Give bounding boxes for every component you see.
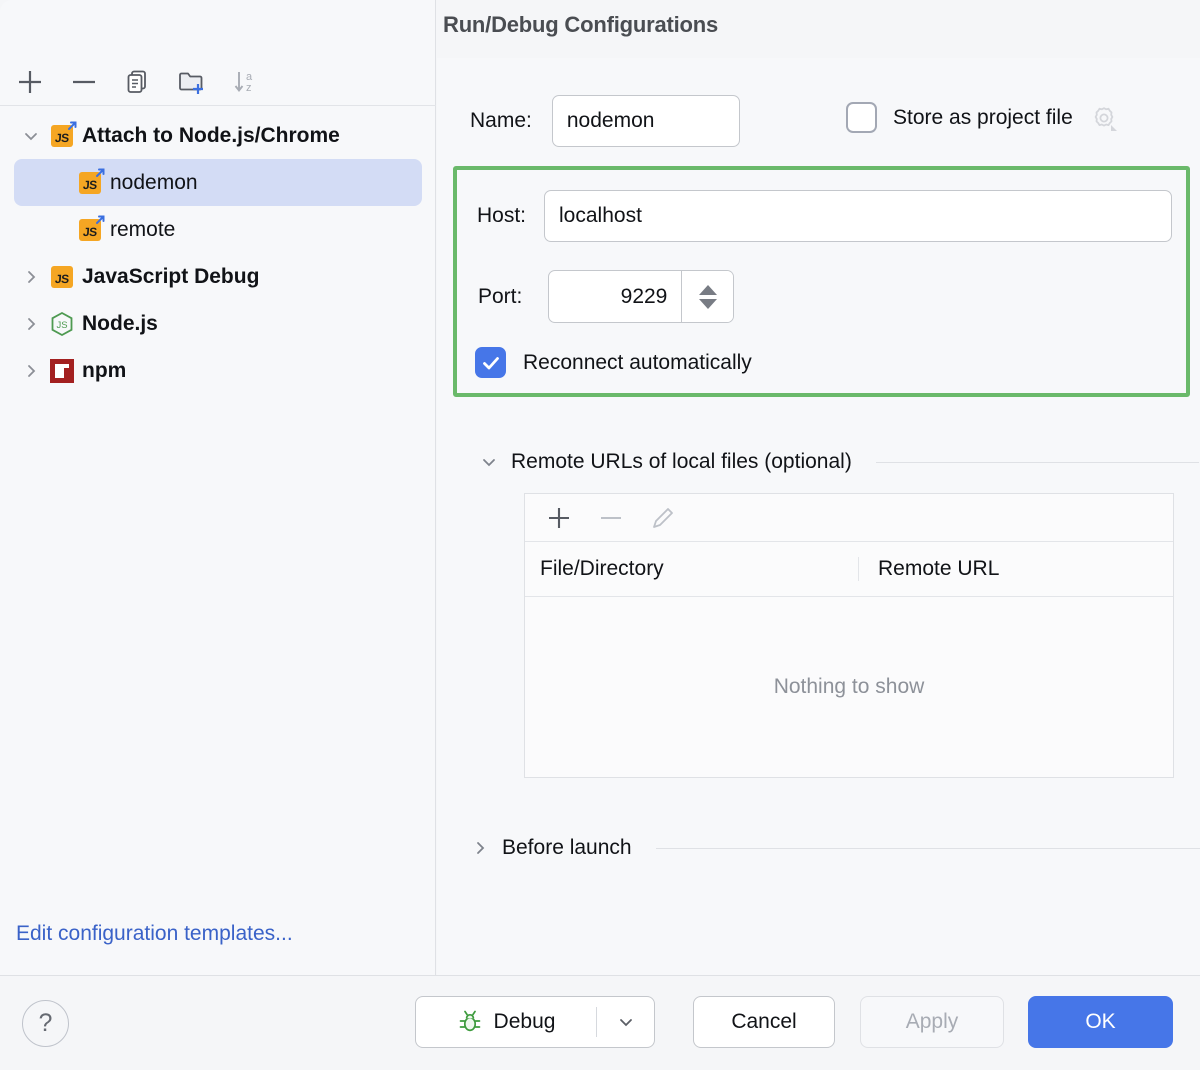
chevron-down-icon[interactable] xyxy=(479,452,499,472)
store-as-project-file-checkbox[interactable] xyxy=(846,102,877,133)
add-remote-url-button[interactable] xyxy=(541,500,577,536)
chevron-right-icon[interactable] xyxy=(14,361,48,381)
js-attach-icon: JS xyxy=(48,121,77,149)
name-input[interactable]: nodemon xyxy=(551,95,740,147)
section-divider xyxy=(875,461,1199,463)
debug-button[interactable]: Debug xyxy=(415,996,655,1048)
add-configuration-button[interactable] xyxy=(8,62,52,102)
svg-text:a: a xyxy=(246,71,253,83)
tree-item-remote[interactable]: JS remote xyxy=(14,206,422,253)
gear-icon[interactable] xyxy=(1089,103,1119,133)
host-label: Host: xyxy=(477,204,527,227)
chevron-right-icon[interactable] xyxy=(470,838,490,858)
remote-urls-section-title: Remote URLs of local files (optional) xyxy=(511,450,852,473)
tree-item-javascript-debug[interactable]: JS JavaScript Debug xyxy=(14,253,422,300)
debug-dropdown-button[interactable] xyxy=(597,1011,654,1033)
ok-button[interactable]: OK xyxy=(1028,996,1173,1048)
reconnect-row: Reconnect automatically xyxy=(475,347,752,378)
new-folder-button[interactable] xyxy=(170,62,214,102)
remote-urls-table-header: File/Directory Remote URL xyxy=(525,542,1173,597)
store-as-project-file-row: Store as project file xyxy=(846,102,1119,133)
configurations-tree: JS Attach to Node.js/Chrome JS nodemon J… xyxy=(0,112,436,394)
tree-item-npm[interactable]: npm xyxy=(14,347,422,394)
npm-icon xyxy=(48,358,76,384)
cancel-button[interactable]: Cancel xyxy=(693,996,835,1048)
column-header-file-directory[interactable]: File/Directory xyxy=(525,557,859,581)
spinner-down-icon[interactable] xyxy=(698,298,717,309)
remote-urls-table: File/Directory Remote URL Nothing to sho… xyxy=(524,493,1174,778)
remote-urls-toolbar xyxy=(525,494,1173,542)
spinner-up-icon[interactable] xyxy=(698,284,717,295)
reconnect-automatically-label: Reconnect automatically xyxy=(523,350,752,374)
tree-item-label: Attach to Node.js/Chrome xyxy=(82,123,340,147)
chevron-down-icon xyxy=(619,1019,632,1027)
configurations-sidebar: a z JS Attach to Node.js/Chrome xyxy=(0,0,436,975)
name-row: Name: nodemon xyxy=(470,95,740,147)
tree-item-label: npm xyxy=(82,358,127,382)
js-attach-icon: JS xyxy=(76,168,105,196)
remove-configuration-button[interactable] xyxy=(62,62,106,102)
chevron-right-icon[interactable] xyxy=(14,314,48,334)
configuration-form: Name: nodemon Store as project file Host… xyxy=(437,58,1200,975)
port-spinner-buttons[interactable] xyxy=(681,271,734,322)
chevron-down-icon[interactable] xyxy=(14,126,48,146)
debug-button-label: Debug xyxy=(493,1010,556,1033)
nodejs-icon: JS xyxy=(48,311,76,337)
tree-item-nodejs[interactable]: JS Node.js xyxy=(14,300,422,347)
port-stepper[interactable]: 9229 xyxy=(548,270,735,323)
host-row: Host: localhost xyxy=(477,190,1173,242)
bug-icon xyxy=(459,1010,480,1032)
debug-button-main[interactable]: Debug xyxy=(416,1009,596,1035)
tree-item-nodemon[interactable]: JS nodemon xyxy=(14,159,422,206)
tree-item-attach-to-nodejs-chrome[interactable]: JS Attach to Node.js/Chrome xyxy=(14,112,422,159)
section-divider xyxy=(655,847,1200,849)
copy-configuration-button[interactable] xyxy=(116,62,160,102)
page-title: Run/Debug Configurations xyxy=(443,12,719,37)
debug-button-divider xyxy=(596,1007,597,1037)
edit-remote-url-button xyxy=(645,500,681,536)
edit-configuration-templates-link[interactable]: Edit configuration templates... xyxy=(16,922,293,945)
tree-item-label: JavaScript Debug xyxy=(82,264,260,288)
sidebar-toolbar: a z xyxy=(0,58,436,106)
port-input[interactable]: 9229 xyxy=(620,284,668,308)
tree-item-label: nodemon xyxy=(110,170,198,194)
remote-urls-empty-state: Nothing to show xyxy=(773,675,925,698)
before-launch-section-header[interactable]: Before launch xyxy=(470,836,1200,860)
js-icon: JS xyxy=(48,264,76,290)
svg-text:z: z xyxy=(246,82,252,94)
sort-configurations-button[interactable]: a z xyxy=(224,62,268,102)
chevron-right-icon[interactable] xyxy=(14,267,48,287)
store-as-project-file-label: Store as project file xyxy=(893,105,1073,129)
reconnect-automatically-checkbox[interactable] xyxy=(475,347,506,378)
host-input[interactable]: localhost xyxy=(544,190,1173,242)
name-label: Name: xyxy=(470,109,532,132)
connection-settings-highlight: Host: localhost Port: 9229 xyxy=(453,166,1190,397)
port-row: Port: 9229 xyxy=(478,270,735,323)
tree-item-label: remote xyxy=(110,217,176,241)
remote-urls-section-header[interactable]: Remote URLs of local files (optional) xyxy=(479,450,1199,474)
apply-button: Apply xyxy=(860,996,1004,1048)
column-header-remote-url[interactable]: Remote URL xyxy=(878,557,1000,580)
help-button[interactable]: ? xyxy=(22,1000,69,1047)
svg-text:JS: JS xyxy=(56,320,67,331)
remove-remote-url-button xyxy=(593,500,629,536)
port-label: Port: xyxy=(478,284,523,308)
check-icon xyxy=(482,356,499,369)
tree-item-label: Node.js xyxy=(82,311,158,335)
js-attach-icon: JS xyxy=(76,215,105,243)
before-launch-section-title: Before launch xyxy=(502,836,632,859)
